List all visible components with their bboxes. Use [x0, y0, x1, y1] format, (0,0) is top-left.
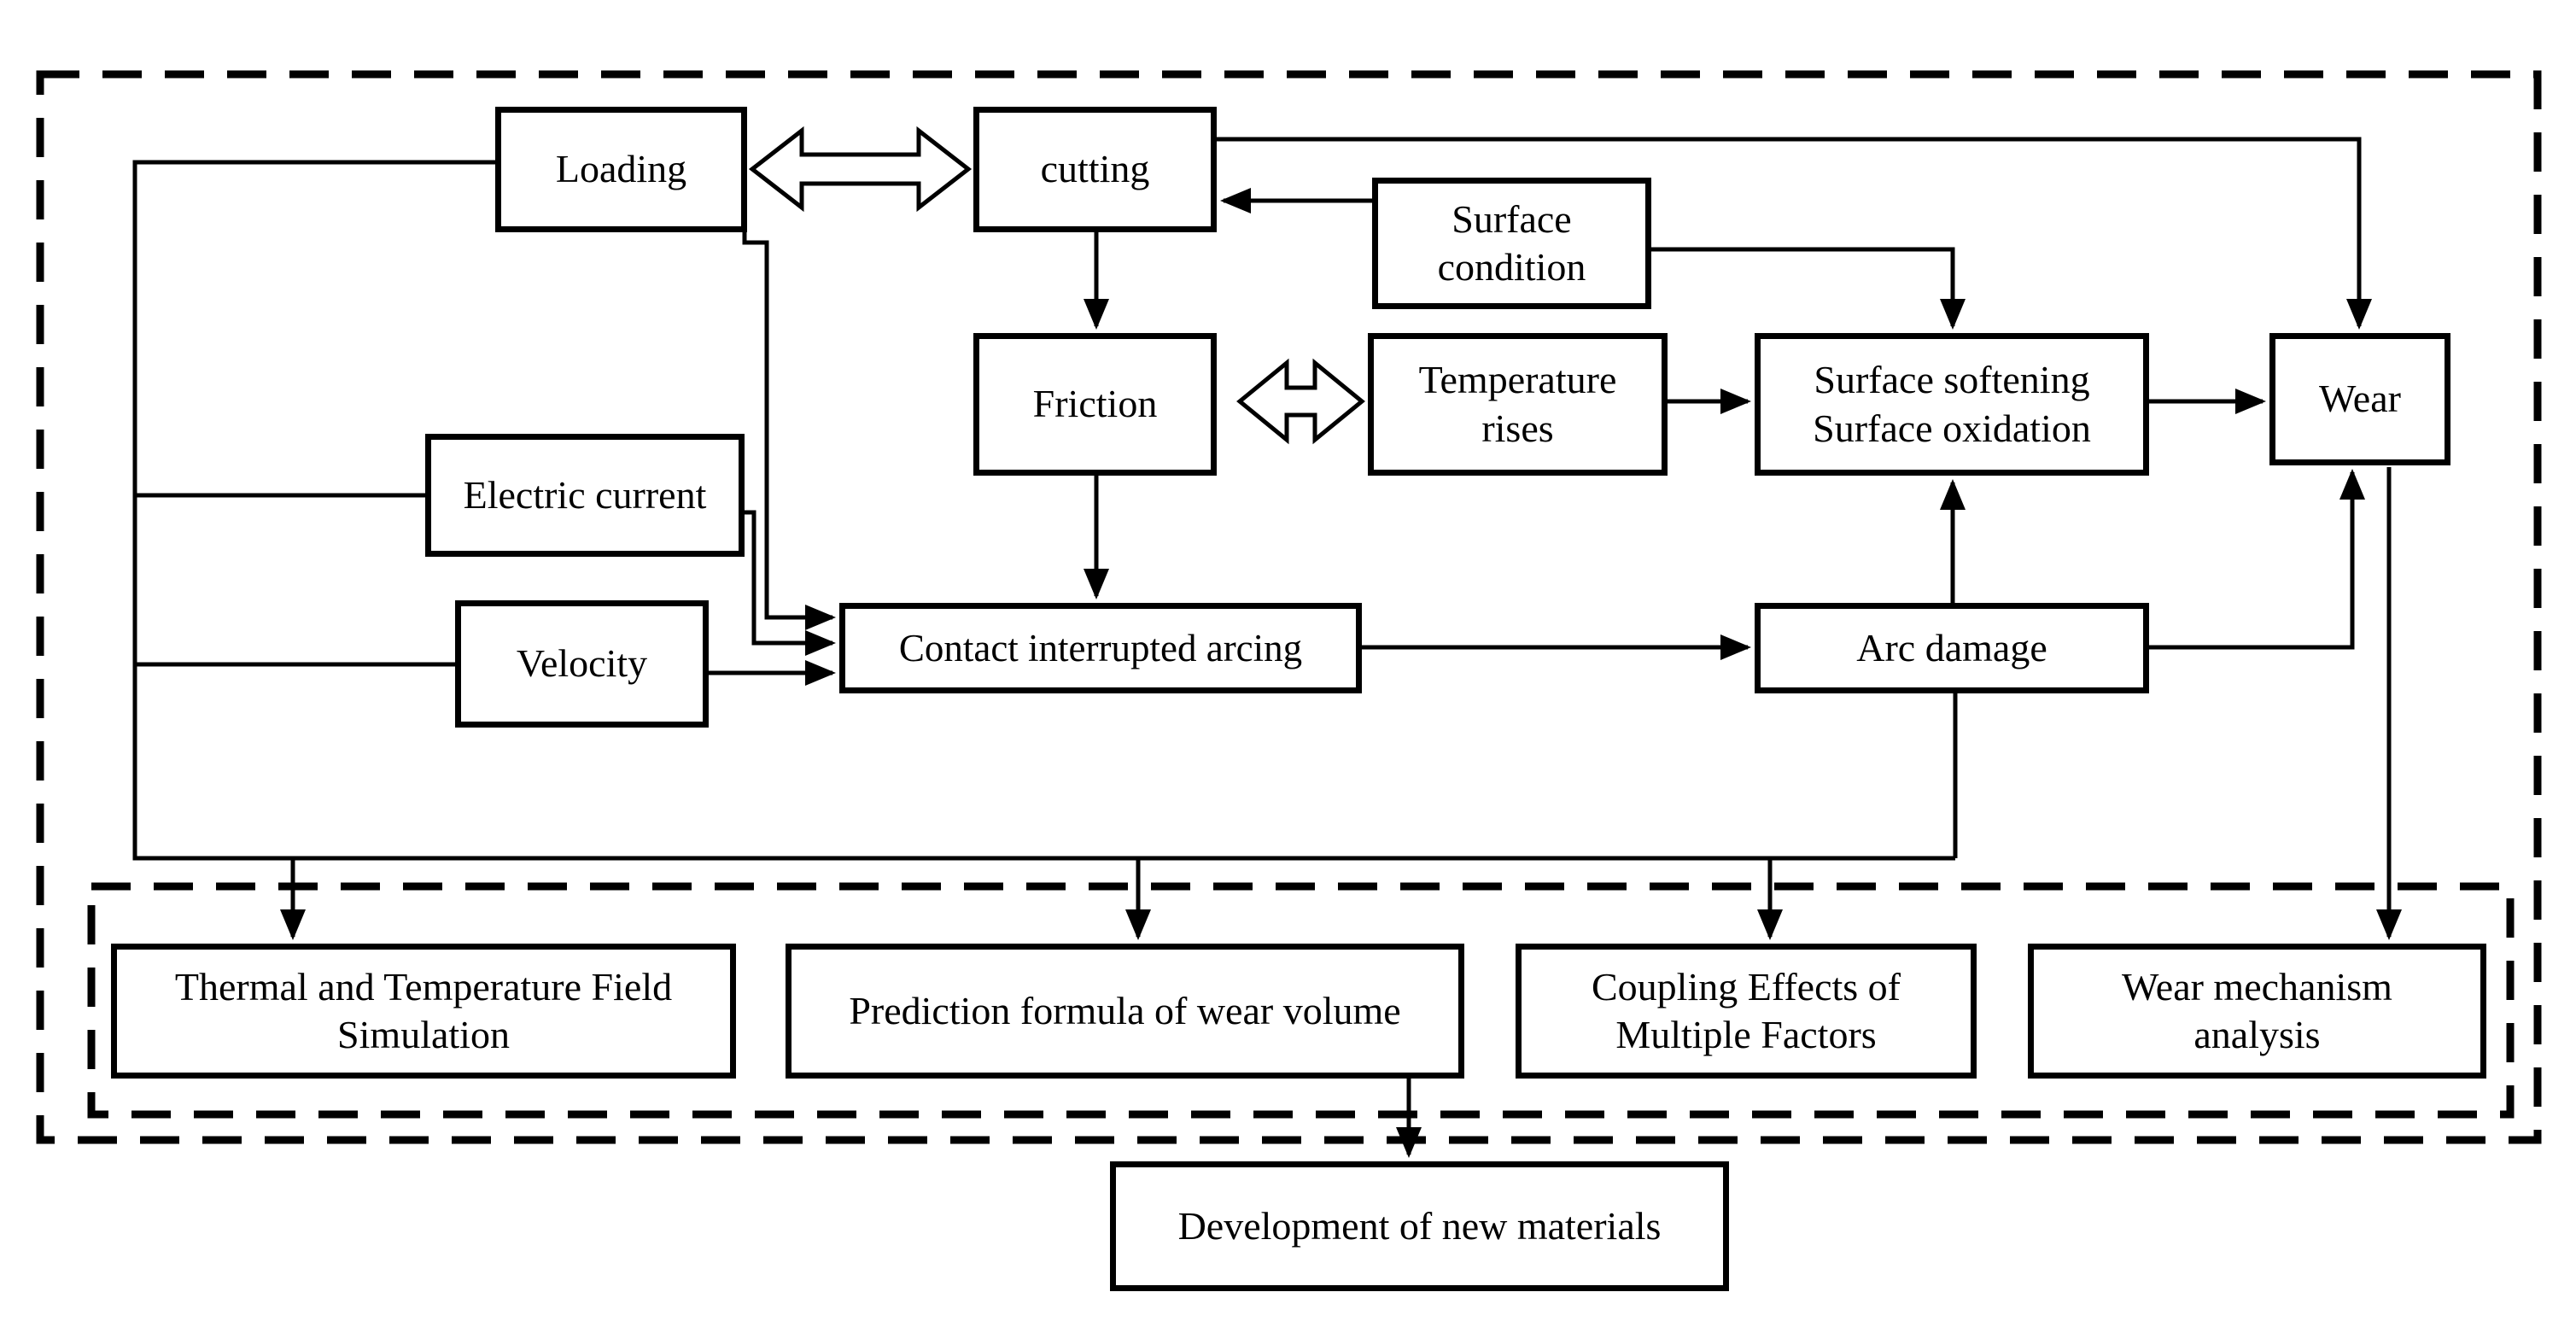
node-friction: Friction: [973, 333, 1217, 476]
edge-cutting-wear: [1217, 137, 2372, 330]
edge-electric-current-contact-arcing: [743, 510, 836, 656]
edge-arc-damage-wear: [2149, 469, 2365, 650]
node-wear-mechanism-analysis: Wear mechanism analysis: [2028, 944, 2486, 1079]
node-velocity: Velocity: [455, 600, 709, 728]
node-contact-interrupted-arcing: Contact interrupted arcing: [839, 603, 1362, 693]
node-surface-softening-oxidation: Surface softening Surface oxidation: [1755, 333, 2149, 476]
edge-loading-trunk-summary-bus: [132, 160, 1955, 861]
node-loading: Loading: [495, 107, 747, 232]
node-prediction-formula: Prediction formula of wear volume: [786, 944, 1464, 1079]
node-coupling-effects: Coupling Effects of Multiple Factors: [1516, 944, 1977, 1079]
double-arrow-loading-cutting: [748, 126, 973, 213]
double-arrow-friction-temperature: [1236, 358, 1365, 445]
node-development-new-materials: Development of new materials: [1110, 1161, 1729, 1291]
outer-dashed-boundary: [36, 70, 2542, 1144]
node-electric-current: Electric current: [425, 434, 745, 557]
node-arc-damage: Arc damage: [1755, 603, 2149, 693]
node-cutting: cutting: [973, 107, 1217, 232]
edge-surface-condition-surface-softening: [1651, 247, 1966, 330]
node-thermal-simulation: Thermal and Temperature Field Simulation: [111, 944, 736, 1079]
node-surface-condition: Surface condition: [1372, 178, 1651, 309]
edge-loading-contact-arcing: [742, 231, 836, 630]
node-temperature-rises: Temperature rises: [1368, 333, 1668, 476]
inner-dashed-boundary: [87, 882, 2515, 1119]
node-wear: Wear: [2269, 333, 2450, 465]
